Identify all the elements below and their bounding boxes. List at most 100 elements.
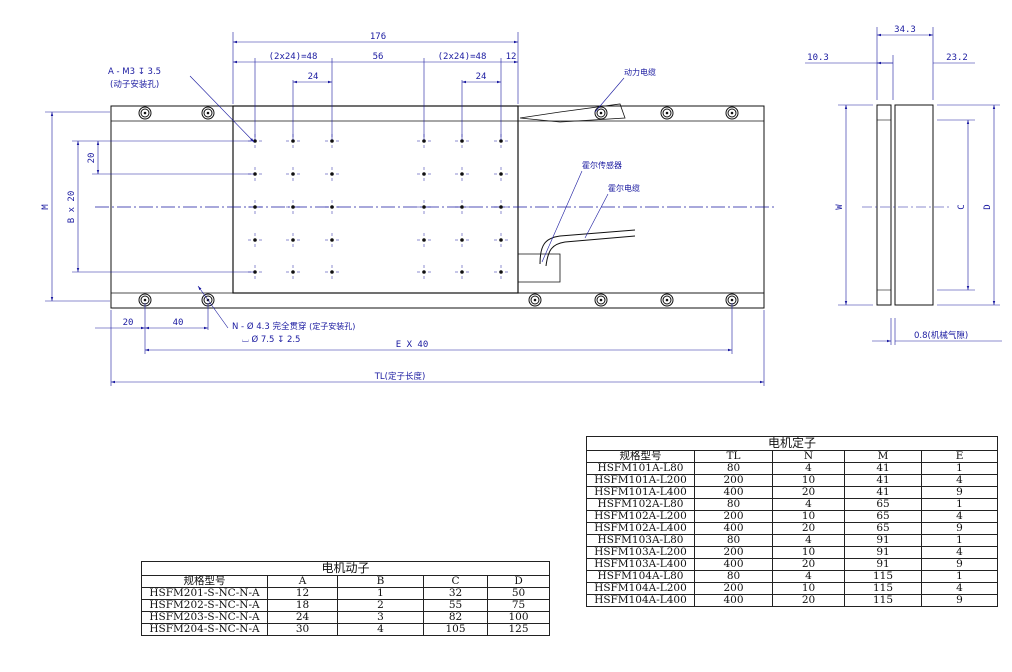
- stator-hole-center: [143, 111, 147, 115]
- stator-hole-leader: [197, 285, 229, 329]
- stator-table-cell: 41: [844, 474, 922, 487]
- hall-sensor-assembly: [518, 103, 636, 283]
- stator-table-cell: 4: [920, 546, 999, 559]
- stator-table-cell: 400: [694, 486, 773, 499]
- side-dim-right: 23.2: [946, 53, 968, 63]
- stator-table-cell: HSFM102A-L200: [586, 510, 695, 523]
- mover-table-header-cell: D: [486, 575, 551, 588]
- stator-table-cell: 9: [920, 522, 999, 535]
- dim-group-left: (2x24)=48: [269, 52, 318, 62]
- stator-table-cell: 4: [920, 510, 999, 523]
- stator-hole: [596, 295, 606, 305]
- stator-hole-center: [730, 111, 734, 115]
- stator-table-cell: 91: [844, 546, 922, 559]
- side-dim-w: W: [835, 204, 845, 210]
- stator-table-cell: 200: [694, 474, 773, 487]
- stator-hole-note-line2: ⌴ Ø 7.5 ↧ 2.5: [242, 334, 300, 345]
- stator-table-cell: 41: [844, 462, 922, 475]
- stator-table-cell: 4: [772, 462, 845, 475]
- dim-m: M: [41, 204, 51, 210]
- stator-table-cell: 10: [772, 474, 845, 487]
- mover-hole: [330, 205, 334, 209]
- stator-table-cell: HSFM101A-L80: [586, 462, 695, 475]
- stator-holes: [138, 106, 739, 307]
- stator-table-cell: 200: [694, 582, 773, 595]
- side-mover: [876, 104, 892, 306]
- mover-hole: [291, 205, 295, 209]
- stator-table-title: 电机定子: [585, 436, 999, 451]
- stator-table-cell: 91: [844, 558, 922, 571]
- mover-hole: [460, 205, 464, 209]
- mover-hole: [422, 139, 426, 143]
- dim-pitch: 40: [173, 318, 184, 328]
- stator-hole: [662, 108, 672, 118]
- dim-twenty: 20: [87, 153, 97, 164]
- mover-hole: [499, 205, 503, 209]
- stator-hole-note-line1: N - Ø 4.3 完全贯穿 (定子安装孔): [232, 321, 355, 332]
- stator-table-cell: 1: [920, 534, 999, 547]
- mover-table-cell: 125: [486, 623, 551, 636]
- mover-hole: [291, 270, 295, 274]
- mover-table-cell: 105: [423, 623, 488, 636]
- mover-hole: [253, 238, 257, 242]
- stator-hole-center: [665, 298, 669, 302]
- mover-hole: [330, 139, 334, 143]
- stator-table-cell: 1: [920, 570, 999, 583]
- stator-table-cell: 80: [694, 498, 773, 511]
- bottom-dimensions: [95, 303, 765, 386]
- mover-hole: [253, 205, 257, 209]
- side-dim-gap: 0.8(机械气隙): [914, 330, 968, 341]
- hall-sensor-leader: [541, 170, 583, 263]
- mover-table-cell: 24: [267, 611, 338, 624]
- hall-cable-label: 霍尔电缆: [608, 183, 640, 193]
- mover-outline: [232, 105, 519, 294]
- stator-hole-center: [599, 111, 603, 115]
- stator-table-cell: 20: [772, 558, 845, 571]
- mover-table-cell: 2: [337, 599, 424, 612]
- mover-table-cell: 75: [486, 599, 551, 612]
- side-view: [876, 104, 934, 306]
- top-dimensions: [232, 32, 519, 140]
- stator-table-header-cell: E: [920, 450, 999, 463]
- mover-hole: [330, 238, 334, 242]
- mover-table-cell: 50: [486, 587, 551, 600]
- stator-table-cell: HSFM103A-L200: [586, 546, 695, 559]
- dim-tl: TL(定子长度): [374, 371, 426, 382]
- mover-hole-note-line1: A - M3 ↧ 3.5: [108, 67, 161, 77]
- stator-table-cell: 41: [844, 486, 922, 499]
- stator-table-cell: 20: [772, 522, 845, 535]
- side-dimensions: [805, 27, 1002, 345]
- stator-hole: [660, 106, 674, 120]
- stator-hole: [594, 106, 608, 120]
- stator-table-cell: 4: [920, 474, 999, 487]
- mover-hole: [291, 139, 295, 143]
- mover-hole-note-line2: (动子安装孔): [110, 79, 159, 90]
- stator-hole: [727, 108, 737, 118]
- dim-b: B x 20: [67, 191, 77, 224]
- mover-hole: [291, 172, 295, 176]
- stator-table-cell: HSFM101A-L200: [586, 474, 695, 487]
- mover-hole: [422, 172, 426, 176]
- dim-pitch-left: 24: [308, 72, 319, 82]
- stator-hole-center: [143, 298, 147, 302]
- side-stator: [894, 104, 934, 306]
- mover-table-header-cell: C: [423, 575, 488, 588]
- stator-table-cell: HSFM101A-L400: [586, 486, 695, 499]
- mover-hole: [422, 238, 426, 242]
- dim-pitch-right: 24: [476, 72, 487, 82]
- stator-hole: [596, 108, 606, 118]
- stator-hole: [662, 295, 672, 305]
- mover-hole-leader: [189, 75, 255, 143]
- stator-table-cell: 200: [694, 510, 773, 523]
- stator-hole-center: [533, 298, 537, 302]
- stator-table-cell: 65: [844, 510, 922, 523]
- stator-table-cell: 400: [694, 558, 773, 571]
